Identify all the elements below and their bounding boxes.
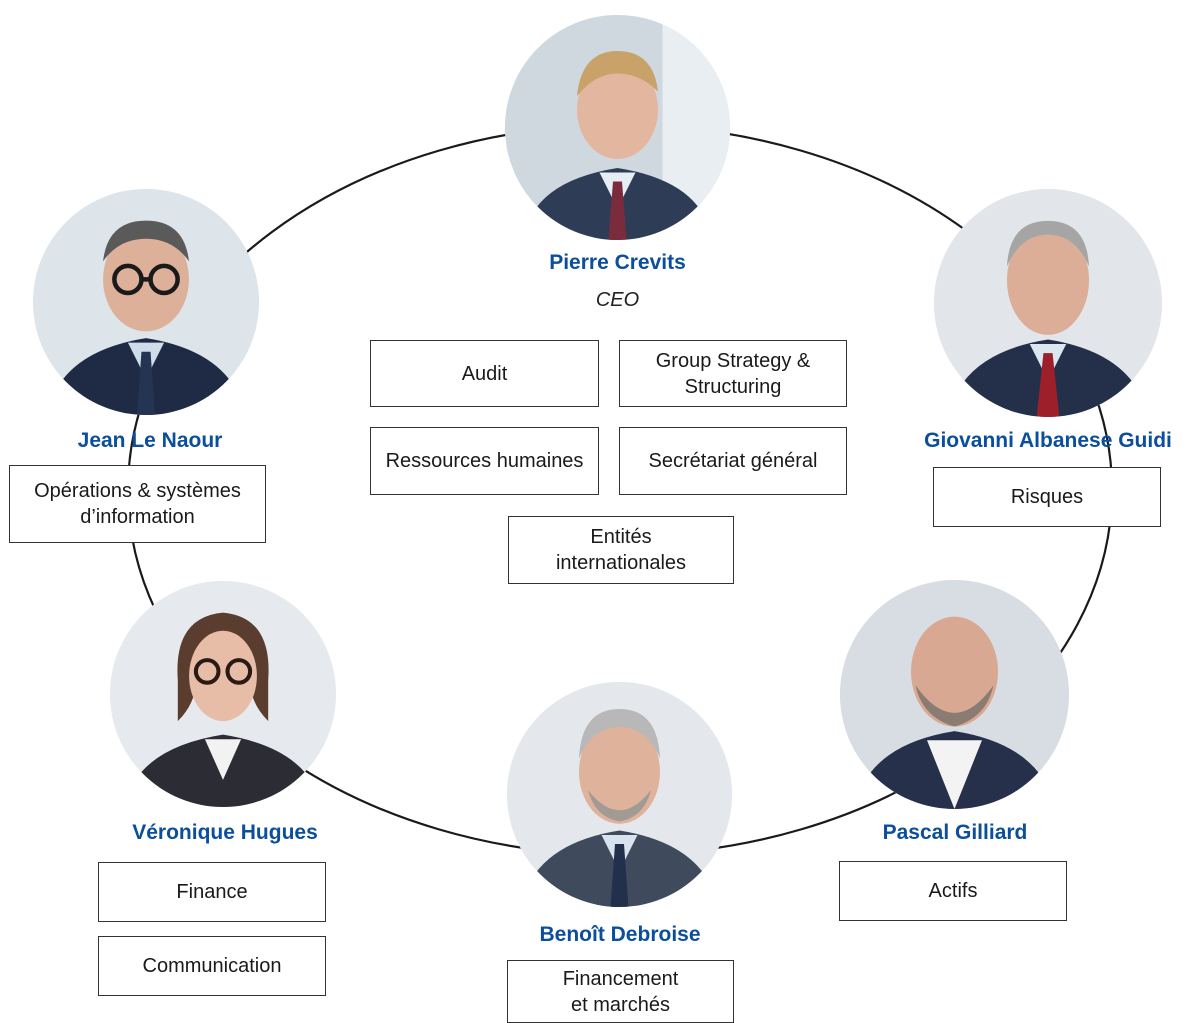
dept-ressources-humaines: Ressources humaines [370, 427, 599, 495]
name-veronique-hugues: Véronique Hugues [132, 821, 318, 844]
name-pascal-gilliard: Pascal Gilliard [882, 821, 1028, 844]
person-avatar-icon [840, 580, 1069, 809]
person-avatar-icon [505, 15, 730, 240]
name-pierre-crevits: Pierre Crevits [549, 251, 686, 274]
name-jean-le-naour: Jean Le Naour [77, 429, 223, 452]
person-avatar-icon [934, 189, 1162, 417]
dept-entites-internationales: Entités internationales [508, 516, 734, 584]
role-pierre-crevits: CEO [595, 289, 640, 311]
dept-secretariat-general: Secrétariat général [619, 427, 847, 495]
dept-financement-marches: Financement et marchés [507, 960, 734, 1023]
person-avatar-icon [33, 189, 259, 415]
person-avatar-icon [507, 682, 732, 907]
dept-communication: Communication [98, 936, 326, 996]
name-giovanni-albanese-guidi: Giovanni Albanese Guidi [924, 429, 1172, 452]
name-benoit-debroise: Benoît Debroise [539, 923, 701, 946]
portrait-pascal-gilliard [840, 580, 1069, 809]
portrait-giovanni-albanese-guidi [934, 189, 1162, 417]
portrait-benoit-debroise [507, 682, 732, 907]
person-avatar-icon [110, 581, 336, 807]
portrait-pierre-crevits [505, 15, 730, 240]
dept-audit: Audit [370, 340, 599, 407]
dept-operations-systemes: Opérations & systèmes d’information [9, 465, 266, 543]
dept-risques: Risques [933, 467, 1161, 527]
dept-finance: Finance [98, 862, 326, 922]
portrait-jean-le-naour [33, 189, 259, 415]
dept-group-strategy: Group Strategy & Structuring [619, 340, 847, 407]
dept-actifs: Actifs [839, 861, 1067, 921]
portrait-veronique-hugues [110, 581, 336, 807]
